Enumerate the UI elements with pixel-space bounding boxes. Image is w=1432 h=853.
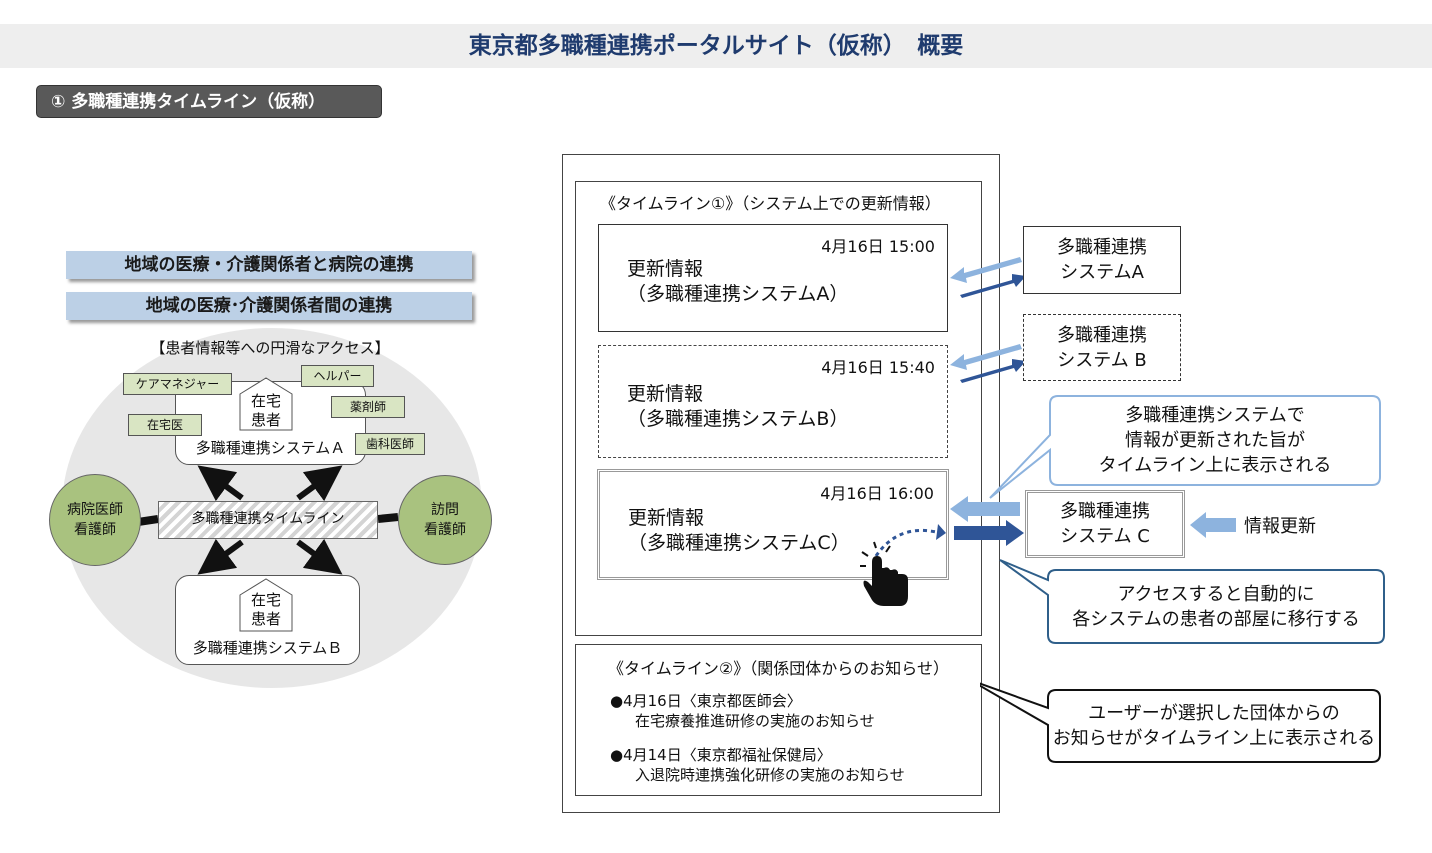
news-item-date: ●4月16日〈東京都医師会〉 — [610, 692, 802, 710]
role-home-doctor: 在宅医 — [128, 414, 202, 436]
callout2-line: アクセスすると自動的に — [1117, 583, 1315, 605]
news-item-title: 入退院時連携強化研修の実施のお知らせ — [635, 766, 905, 784]
access-label: 【患者情報等への円滑なアクセス】 — [150, 339, 390, 357]
page-title: 東京都多職種連携ポータルサイト（仮称） 概要 — [468, 33, 964, 59]
timeline-node: 多職種連携タイムライン — [158, 501, 378, 539]
system-b-line2: システム B — [1057, 349, 1147, 371]
system-a-line2: システムA — [1060, 262, 1144, 283]
role-dentist: 歯科医師 — [355, 433, 425, 455]
news-item-title: 在宅療養推進研修の実施のお知らせ — [635, 712, 875, 730]
visit-label-1: 訪問 — [431, 502, 459, 518]
role-care-manager: ケアマネジャー — [123, 373, 232, 395]
home-icon — [239, 377, 293, 431]
news-item-date: ●4月14日〈東京都福祉保健局〉 — [610, 746, 832, 764]
update-card-source: （多職種連携システムA） — [627, 283, 849, 305]
update-card-time: 4月16日 16:00 — [820, 484, 934, 503]
update-card-title: 更新情報 — [627, 258, 704, 280]
system-a-line1: 多職種連携 — [1057, 237, 1147, 258]
home-patient-label-b1: 在宅 — [250, 591, 281, 609]
info-update-label: 情報更新 — [1244, 516, 1316, 537]
callout-auto-navigate: アクセスすると自動的に 各システムの患者の部屋に移行する — [1048, 570, 1384, 643]
timeline2-header: 《タイムライン②》（関係団体からのお知らせ） — [608, 659, 949, 678]
callout1-line: 多職種連携システムで — [1125, 405, 1305, 426]
sync-arrows — [950, 257, 1026, 546]
system-b-line1: 多職種連携 — [1057, 324, 1147, 346]
title-bar — [0, 24, 1432, 68]
system-b-node: 多職種連携 システム B — [1023, 314, 1181, 381]
hospital-label-1: 病院医師 — [67, 502, 123, 518]
callout3-line: ユーザーが選択した団体からの — [1088, 703, 1340, 724]
visit-label-2: 看護師 — [424, 522, 466, 538]
visit-nurse-circle: 訪問看護師 — [398, 475, 492, 565]
timeline2-panel — [575, 644, 982, 796]
callout1-line: タイムライン上に表示される — [1098, 455, 1332, 476]
update-arrow-icon — [1190, 512, 1236, 538]
role-helper: ヘルパー — [301, 365, 374, 387]
home-patient-label-a2: 患者 — [250, 411, 281, 429]
role-pharmacist: 薬剤師 — [331, 396, 405, 418]
update-card-c[interactable]: 4月16日 16:00 更新情報 （多職種連携システムC） — [597, 469, 949, 580]
update-card-source: （多職種連携システムC） — [628, 532, 850, 554]
hospital-staff-circle: 病院医師看護師 — [49, 474, 141, 566]
callout-shapes — [980, 395, 1385, 763]
update-card-source: （多職種連携システムB） — [627, 408, 849, 430]
update-card-time: 4月16日 15:40 — [821, 358, 935, 377]
system-c-line2: システム C — [1060, 526, 1150, 547]
news-item[interactable]: ●4月14日〈東京都福祉保健局〉 入退院時連携強化研修の実施のお知らせ — [610, 745, 905, 785]
section-label: ① 多職種連携タイムライン（仮称） — [36, 85, 382, 118]
update-card-time: 4月16日 15:00 — [821, 237, 935, 256]
system-c-node: 多職種連携 システム C — [1025, 490, 1185, 558]
callout-org-notices: ユーザーが選択した団体からの お知らせがタイムライン上に表示される — [1048, 690, 1380, 762]
callout2-line: 各システムの患者の部屋に移行する — [1072, 608, 1360, 630]
news-item[interactable]: ●4月16日〈東京都医師会〉 在宅療養推進研修の実施のお知らせ — [610, 691, 875, 731]
callout-update-notice: 多職種連携システムで 情報が更新された旨が タイムライン上に表示される — [1050, 396, 1380, 485]
system-b-label: 多職種連携システムＢ — [192, 639, 343, 657]
hospital-label-2: 看護師 — [74, 522, 116, 538]
home-patient-label-a1: 在宅 — [250, 392, 281, 410]
diagram-arrows — [137, 465, 399, 575]
timeline1-header: 《タイムライン①》（システム上での更新情報） — [600, 194, 941, 213]
update-card-b[interactable]: 4月16日 15:40 更新情報 （多職種連携システムB） — [598, 345, 948, 458]
callout1-line: 情報が更新された旨が — [1125, 430, 1305, 451]
callout3-line: お知らせがタイムライン上に表示される — [1052, 728, 1376, 749]
band-hospital-link: 地域の医療・介護関係者と病院の連携 — [66, 251, 472, 279]
system-a-node: 多職種連携 システムA — [1023, 226, 1181, 294]
band-regional-link: 地域の医療･介護関係者間の連携 — [66, 292, 472, 320]
home-patient-label-b2: 患者 — [250, 610, 281, 628]
system-a-label: 多職種連携システムＡ — [195, 439, 346, 457]
click-hand-icon — [860, 524, 946, 606]
update-card-a[interactable]: 4月16日 15:00 更新情報 （多職種連携システムA） — [598, 224, 948, 332]
update-card-title: 更新情報 — [628, 507, 705, 529]
update-card-title: 更新情報 — [627, 383, 704, 405]
system-c-line1: 多職種連携 — [1060, 501, 1150, 522]
home-icon — [239, 578, 293, 632]
